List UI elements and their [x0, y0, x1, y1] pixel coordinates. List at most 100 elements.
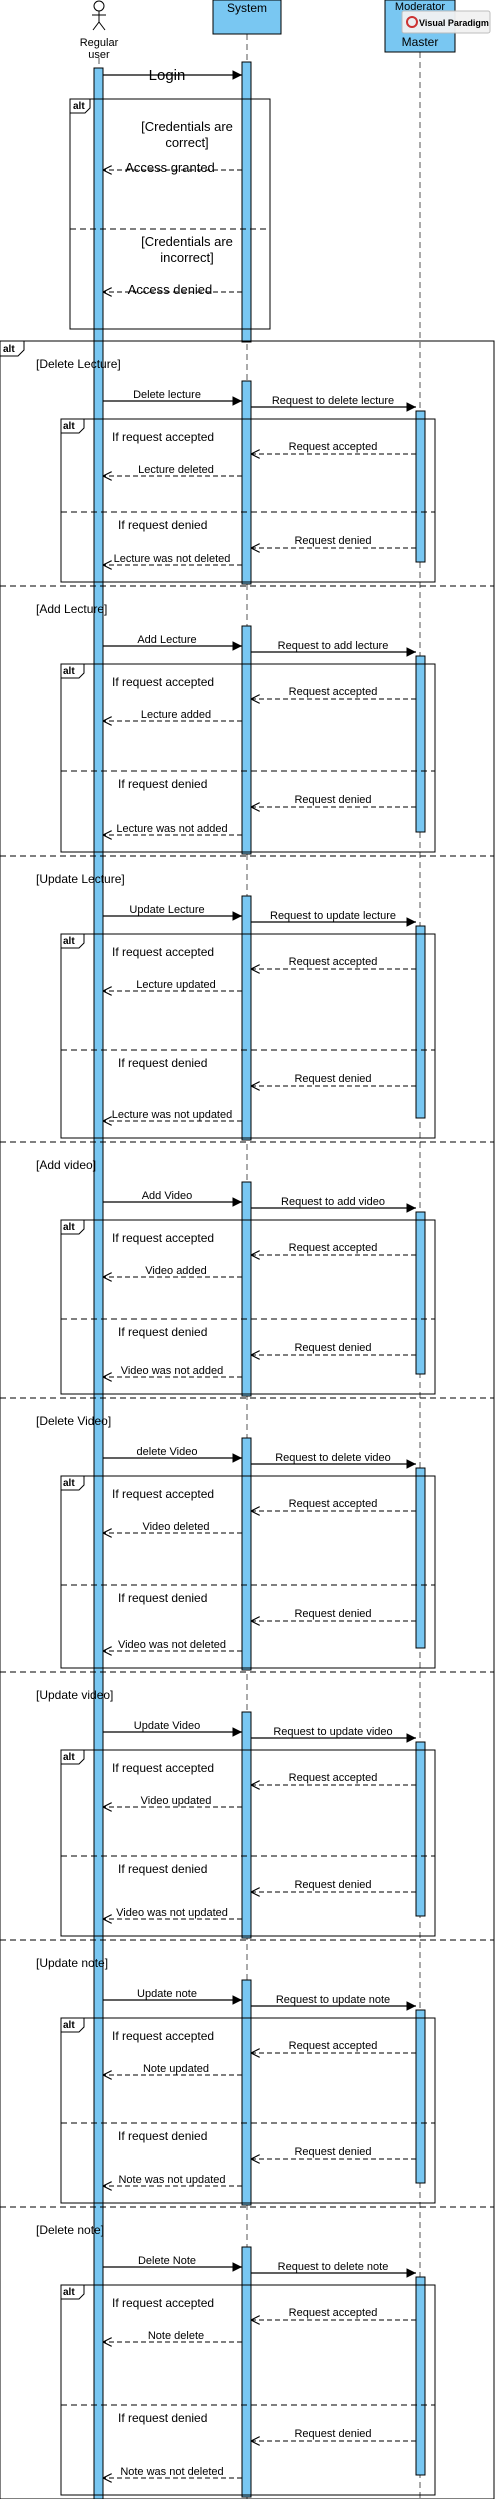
actor-regular-user[interactable]: Regular user: [80, 0, 119, 61]
system-activation-bar: [241, 1711, 252, 1939]
fail-reply-label: Lecture was not added: [116, 823, 227, 835]
call-label: Update Video: [134, 1720, 200, 1732]
inner-alt-label: alt: [63, 1752, 75, 1763]
if-accepted-label: If request accepted: [112, 430, 214, 444]
watermark-text: Visual Paradigm: [419, 18, 489, 28]
call-label: delete Video: [137, 1446, 198, 1458]
forward-label: Request to update note: [276, 1994, 390, 2006]
section-guard: [Update video]: [36, 1688, 113, 1702]
inner-alt-tab: [60, 933, 85, 949]
inner-alt-fragment: [60, 1475, 436, 1669]
inner-alt-tab: [60, 663, 85, 679]
accepted-label: Request accepted: [289, 441, 378, 453]
forward-label: Request to add lecture: [278, 640, 389, 652]
ok-reply-label: Lecture added: [141, 709, 211, 721]
inner-alt-label: alt: [63, 1478, 75, 1489]
system-activation-bar: [241, 2246, 252, 2498]
accepted-label: Request accepted: [289, 1498, 378, 1510]
fail-reply-label: Video was not updated: [116, 1907, 228, 1919]
system-activation-bar: [241, 1979, 252, 2206]
denied-label: Request denied: [294, 1608, 371, 1620]
ok-reply-label: Note updated: [143, 2063, 209, 2075]
denied-label: Request denied: [294, 535, 371, 547]
master-activation-bar: [415, 2009, 426, 2184]
denied-label: Request denied: [294, 1879, 371, 1891]
forward-label: Request to delete note: [278, 2261, 389, 2273]
call-label: Add Video: [142, 1190, 193, 1202]
if-denied-label: If request denied: [118, 518, 207, 532]
access-denied-label: Access denied: [128, 282, 213, 297]
if-accepted-label: If request accepted: [112, 675, 214, 689]
system-activation-bar: [241, 380, 252, 585]
master-activation-bar: [415, 925, 426, 1119]
login-label: Login: [149, 67, 186, 84]
fail-reply-label: Lecture was not deleted: [114, 553, 231, 565]
ok-reply-label: Video deleted: [142, 1521, 209, 1533]
actor-label-line2: user: [88, 49, 110, 61]
system-activation-bar: [241, 895, 252, 1141]
inner-alt-label: alt: [63, 2020, 75, 2031]
if-accepted-label: If request accepted: [112, 2296, 214, 2310]
accepted-label: Request accepted: [289, 686, 378, 698]
master-activation-bar: [415, 410, 426, 563]
if-denied-label: If request denied: [118, 1056, 207, 1070]
system-activation-bar: [241, 1181, 252, 1397]
actor-label-line1: Regular: [80, 37, 119, 49]
accepted-label: Request accepted: [289, 2307, 378, 2319]
svg-text:alt: alt: [73, 101, 85, 112]
if-accepted-label: If request accepted: [112, 1761, 214, 1775]
inner-alt-label: alt: [63, 2287, 75, 2298]
inner-alt-label: alt: [63, 666, 75, 677]
login-guard-ok-1: [Credentials are: [141, 119, 233, 134]
section-guard: [Delete Video]: [36, 1414, 111, 1428]
denied-label: Request denied: [294, 2428, 371, 2440]
main-alt-fragment: alt: [0, 340, 495, 2499]
call-label: Delete Note: [138, 2255, 196, 2267]
fail-reply-label: Video was not added: [121, 1365, 224, 1377]
ok-reply-label: Lecture updated: [136, 979, 216, 991]
visual-paradigm-watermark: Visual Paradigm: [401, 10, 491, 34]
master-activation-bar: [415, 1467, 426, 1649]
master-activation-bar: [415, 2276, 426, 2476]
participant-system[interactable]: System: [212, 0, 282, 35]
if-denied-label: If request denied: [118, 1591, 207, 1605]
if-accepted-label: If request accepted: [112, 945, 214, 959]
accepted-label: Request accepted: [289, 1772, 378, 1784]
forward-label: Request to add video: [281, 1196, 385, 1208]
ok-reply-label: Video updated: [141, 1795, 212, 1807]
if-denied-label: If request denied: [118, 1862, 207, 1876]
fail-reply-label: Note was not deleted: [120, 2466, 223, 2478]
accepted-label: Request accepted: [289, 2040, 378, 2052]
inner-alt-fragment: [60, 2284, 436, 2496]
section-guard: [Delete note]: [36, 2223, 104, 2237]
accepted-label: Request accepted: [289, 956, 378, 968]
participant-master[interactable]: Moderator Master: [384, 0, 456, 53]
login-guard-ok-2: correct]: [165, 135, 208, 150]
inner-alt-label: alt: [63, 936, 75, 947]
inner-alt-fragment: [60, 1219, 436, 1395]
master-activation-bar: [415, 1211, 426, 1375]
login-guard-fail-2: incorrect]: [160, 250, 213, 265]
denied-label: Request denied: [294, 2146, 371, 2158]
accepted-label: Request accepted: [289, 1242, 378, 1254]
user-activation-bar: [93, 67, 104, 2499]
ok-reply-label: Lecture deleted: [138, 464, 214, 476]
if-denied-label: If request denied: [118, 2411, 207, 2425]
master-activation-bar: [415, 1741, 426, 1917]
inner-alt-tab: [60, 418, 85, 434]
system-activation-login: [241, 61, 252, 343]
fail-reply-label: Note was not updated: [118, 2174, 225, 2186]
visual-paradigm-logo-icon: [406, 16, 418, 28]
inner-alt-fragment: [60, 2017, 436, 2204]
forward-label: Request to delete video: [275, 1452, 391, 1464]
if-accepted-label: If request accepted: [112, 1487, 214, 1501]
section-guard: [Update Lecture]: [36, 872, 125, 886]
denied-label: Request denied: [294, 1073, 371, 1085]
